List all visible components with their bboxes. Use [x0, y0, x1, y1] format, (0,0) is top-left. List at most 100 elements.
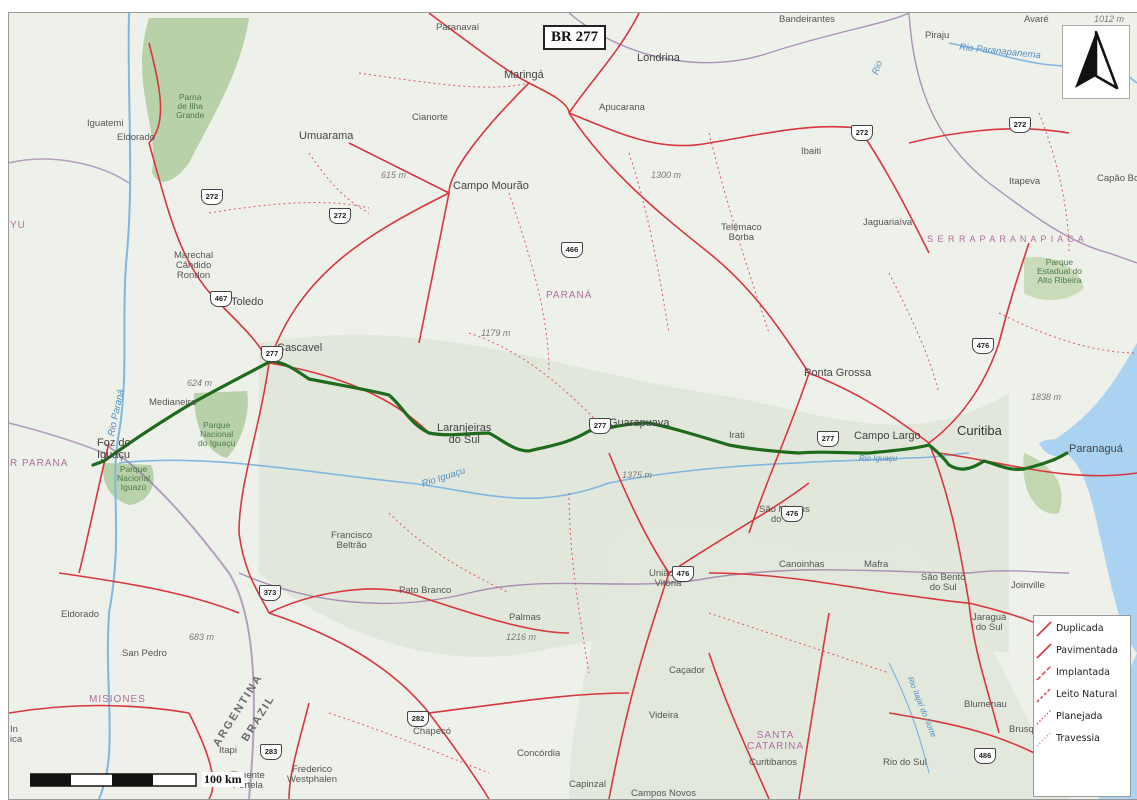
state-border-pr-sc — [238, 569, 1070, 605]
park-alto-ribeira-label: Parque Estadual do Alto Ribeira — [1037, 257, 1082, 285]
place-paranavai: Paranavaí — [436, 22, 480, 33]
place-concordia: Concórdia — [517, 748, 561, 759]
region-santa-catarina: SANTA CATARINA — [747, 730, 805, 752]
place-curitiba: Curitiba — [957, 423, 1002, 438]
place-brusque: Brusqu — [1009, 724, 1040, 735]
place-mafra: Mafra — [864, 559, 889, 570]
place-cianorte: Cianorte — [412, 112, 448, 123]
park-ilha-grande-label: Parna de Ilha Grande — [176, 92, 205, 120]
place-campo-mourao: Campo Mourão — [453, 180, 529, 192]
legend-item-travessia: Travessia — [1034, 729, 1130, 751]
elevation-1838: 1838 m — [1031, 392, 1062, 402]
place-foz: Foz do Iguaçu — [97, 437, 131, 461]
scale-label: 100 km — [202, 772, 244, 787]
place-sao-bento: São Bento do Sul — [921, 572, 966, 593]
place-tenente: Tenente Portela — [231, 770, 265, 791]
shield-br-277: 277 — [589, 418, 611, 434]
elevation-1300: 1300 m — [651, 170, 682, 180]
map-canvas[interactable]: Paranavaí Bandeirantes Avaré Maringá Lon… — [8, 12, 1137, 800]
shield-br-476: 476 — [781, 506, 803, 522]
rio-parana-line — [98, 13, 132, 799]
shield-br-272: 272 — [329, 208, 351, 224]
place-campos-novos: Campos Novos — [631, 788, 696, 799]
place-toledo: Toledo — [231, 296, 264, 308]
border-py-br — [9, 158, 130, 454]
region-yu: YU — [10, 220, 26, 231]
rio-iguacu-line — [118, 452, 970, 500]
state-border-pr-sp — [568, 13, 1137, 264]
place-cascavel: Cascavel — [277, 342, 323, 354]
place-itapiranga: Itapi — [219, 745, 237, 756]
water-rio-iguacu-2: Rio Iguaçu — [859, 454, 898, 463]
place-guarapuava: Guarapuava — [609, 417, 670, 429]
legend-item-planejada: Planejada — [1034, 707, 1130, 729]
park-ilha-grande — [142, 18, 249, 182]
legend: Duplicada Pavimentada Implantada Leito N… — [1033, 615, 1131, 797]
elevation-683: 683 m — [189, 632, 215, 642]
place-londrina: Londrina — [637, 52, 680, 64]
border-ar-br — [103, 442, 255, 799]
place-campo-largo: Campo Largo — [854, 430, 921, 442]
place-blumenau: Blumenau — [964, 699, 1007, 710]
park-iguacu — [194, 391, 248, 458]
legend-item-pavimentada: Pavimentada — [1034, 641, 1130, 663]
shield-br-283: 283 — [260, 744, 282, 760]
place-eldorado-s: Eldorado — [61, 609, 100, 620]
shield-br-373: 373 — [259, 585, 281, 601]
legend-item-duplicada: Duplicada — [1034, 619, 1130, 641]
region-parana: PARANÁ — [546, 290, 593, 301]
place-laranjeiras: Laranjeiras do Sul — [437, 422, 492, 446]
legend-label: Travessia — [1056, 733, 1100, 744]
place-maringa: Maringá — [504, 69, 544, 81]
shield-br-277: 277 — [261, 346, 283, 362]
shield-br-466: 466 — [561, 242, 583, 258]
place-apucarana: Apucarana — [599, 102, 645, 113]
elevation-624: 624 m — [187, 378, 213, 388]
legend-line-icon — [1036, 731, 1052, 747]
legend-label: Pavimentada — [1056, 645, 1118, 656]
legend-item-implantada: Implantada — [1034, 663, 1130, 685]
map-title: BR 277 — [543, 25, 607, 50]
place-francisco: Francisco Beltrão — [331, 530, 373, 551]
place-capao-bonito: Capão Bo — [1097, 173, 1137, 184]
elevation-1179: 1179 m — [481, 328, 511, 338]
place-jaragua: Jaraguá do Sul — [972, 612, 1007, 633]
place-curitibanos: Curitibanos — [749, 757, 798, 768]
basemap — [9, 13, 1137, 799]
place-medianeira: Medianeira — [149, 397, 196, 408]
park-iguazu-label: Parque Nacional Iguazú — [117, 464, 151, 492]
place-ita: In ica — [10, 724, 23, 745]
legend-label: Leito Natural — [1056, 689, 1118, 700]
place-canoinhas: Canoinhas — [779, 559, 825, 570]
scale-bar — [30, 773, 197, 787]
place-umuarama: Umuarama — [299, 130, 354, 142]
place-bandeirantes: Bandeirantes — [779, 14, 835, 25]
region-misiones: MISIONES — [89, 694, 146, 705]
rio-itajai-line — [888, 662, 930, 774]
elevation-1375: 1375 m — [622, 470, 653, 480]
place-itapeva: Itapeva — [1009, 176, 1041, 187]
shield-br-272: 272 — [1009, 117, 1031, 133]
place-irati: Irati — [729, 430, 745, 441]
place-chapeco: Chapecó — [413, 726, 452, 737]
place-videira: Videira — [649, 710, 679, 721]
legend-line-icon — [1036, 709, 1052, 725]
bay — [1039, 439, 1071, 457]
shield-br-476: 476 — [672, 566, 694, 582]
elevation-1012: 1012 m — [1094, 14, 1125, 24]
legend-label: Implantada — [1056, 667, 1110, 678]
relief-area-south — [569, 521, 1069, 799]
place-san-pedro: San Pedro — [122, 648, 167, 659]
north-arrow-icon — [1062, 25, 1130, 99]
place-paranagua: Paranaguá — [1069, 443, 1123, 455]
shield-br-486: 486 — [974, 748, 996, 764]
place-cacador: Caçador — [669, 665, 705, 676]
place-pato-branco: Pato Branco — [399, 585, 452, 596]
park-iguacu-label: Parque Nacional do Iguaçu — [198, 420, 236, 448]
legend-line-icon — [1036, 643, 1052, 659]
place-telemaco: Telêmaco Borba — [721, 222, 762, 243]
shield-br-272: 272 — [851, 125, 873, 141]
place-rio-do-sul: Rio do Sul — [883, 757, 927, 768]
place-eldorado-n: Eldorado — [117, 132, 156, 143]
shield-br-277: 277 — [817, 431, 839, 447]
